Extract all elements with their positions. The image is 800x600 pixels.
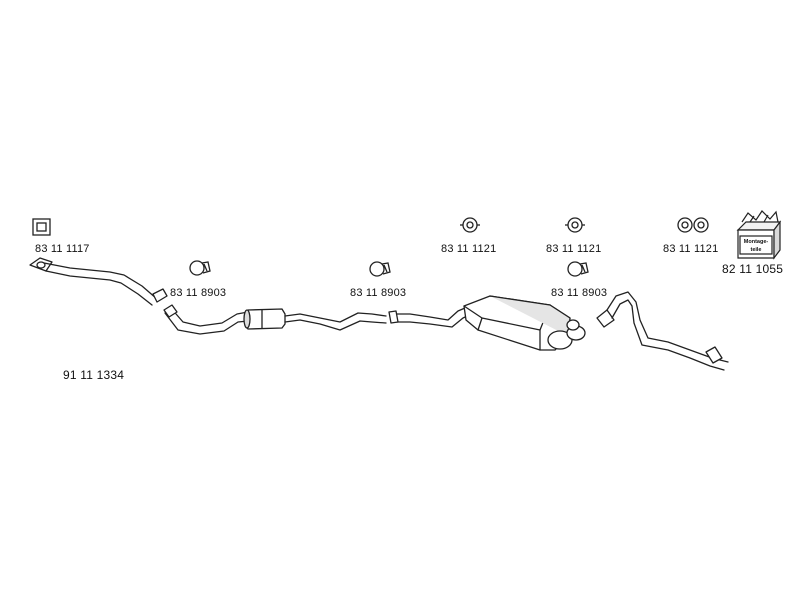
middle-pipe-lower [284,319,387,331]
tailpipe-lower [611,299,725,371]
tailpipe [606,291,729,363]
connecting-pipe [393,304,473,321]
connecting-pipe-lower [393,312,475,328]
rubber-mount-icon [677,217,709,233]
clamp-icon [567,261,589,277]
kit-box-label-line2: teile [750,247,761,253]
rubber-mount-part-number-1: 83 11 1121 [441,243,497,255]
center-silencer [243,308,286,330]
tailpipe-end [705,346,723,364]
rubber-mount-icon [565,217,585,233]
connecting-pipe-sleeve [388,310,399,324]
rubber-mount-icon [460,217,480,233]
gasket-icon [32,218,51,236]
intermediate-pipe-1-lower [164,312,249,335]
mounting-kit-part-number: 82 11 1055 [722,262,784,276]
rubber-mount-part-number-2: 83 11 1121 [546,243,602,255]
front-pipe-sleeve [152,288,168,303]
exhaust-assembly [29,257,729,371]
clamp-part-number-2: 83 11 8903 [350,287,407,299]
kit-box-label-line1: Montage- [744,239,769,245]
rear-silencer [463,295,586,351]
front-pipe-lower [45,270,153,306]
tailpipe-sleeve [596,309,615,328]
clamp-part-number-1: 83 11 8903 [170,287,227,299]
assembly-part-number: 91 11 1334 [63,368,125,382]
middle-pipe [284,312,387,323]
rubber-mount-part-number-3: 83 11 1121 [663,243,719,255]
clamp-part-number-3: 83 11 8903 [551,287,608,299]
clamp-icon [189,260,211,276]
clamp-icon [369,261,391,277]
mounting-kit-icon: Montage- teile [736,210,782,260]
intermediate-pipe-1 [169,306,249,327]
gasket-part-number: 83 11 1117 [35,243,90,255]
front-pipe [43,262,158,300]
pipe-end-sleeve [163,304,178,318]
front-flange [29,257,53,272]
